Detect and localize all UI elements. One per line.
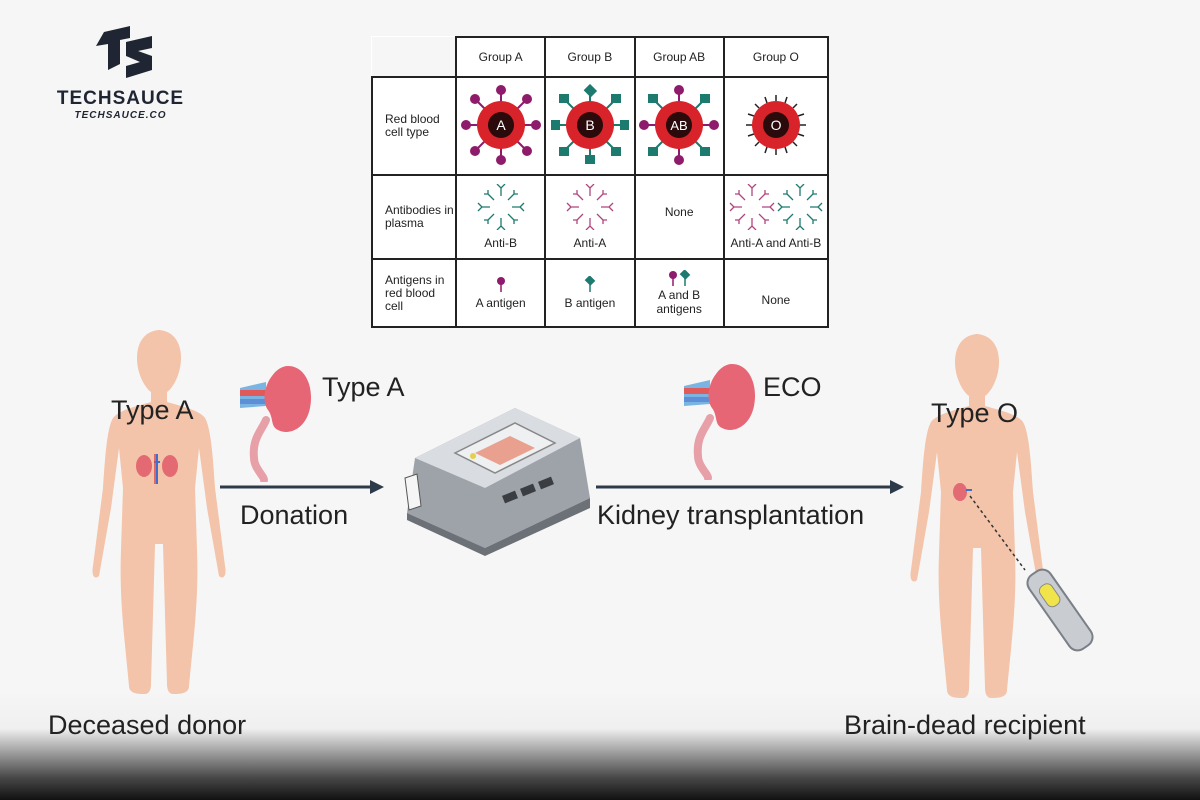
antigen-label-a: A antigen: [475, 296, 526, 310]
recipient-type-label: Type O: [931, 398, 1019, 428]
red-cell-b-icon: B: [550, 83, 629, 164]
header-group-o: Group O: [722, 36, 830, 78]
donation-arrow-icon: [220, 480, 384, 494]
donor-type-label: Type A: [111, 395, 194, 425]
rbc-cell-ab: AB: [633, 76, 725, 176]
brand-name: TECHSAUCE: [56, 88, 185, 109]
table-row: Antigens in red blood cell A antigen B a…: [371, 258, 830, 328]
donor-caption: Deceased donor: [48, 710, 247, 740]
anti-b-antibody-icon: [477, 184, 525, 230]
kidney-type-label: Type A: [322, 372, 405, 402]
antibody-cell-ab: None: [633, 174, 725, 260]
anti-a-antibody-icon: [566, 184, 614, 230]
anti-a-and-anti-b-antibody-icon: [729, 184, 823, 230]
row-label-antigens: Antigens in red blood cell: [371, 258, 457, 328]
donor-kidney-icon: [240, 366, 312, 482]
antibody-cell-b: Anti-A: [544, 174, 636, 260]
antibody-label-o: Anti-A and Anti-B: [730, 236, 822, 250]
transplanted-kidney-icon: [953, 483, 972, 501]
antigen-label-o: None: [761, 293, 791, 307]
brand-site: TECHSAUCE.CO: [74, 110, 167, 121]
techsauce-logo: TECHSAUCE TECHSAUCE.CO: [48, 26, 193, 121]
cell-letter-a: A: [496, 117, 506, 133]
bottom-gradient: [0, 690, 1200, 800]
antibody-label-b: Anti-A: [573, 236, 607, 250]
table-row: Antibodies in plasma Anti-B: [371, 174, 830, 260]
donor-kidneys-icon: [136, 454, 178, 484]
perfusion-machine-icon: [404, 408, 590, 556]
antibody-label-ab: None: [664, 205, 694, 219]
antibody-cell-a: Anti-B: [454, 174, 547, 260]
recipient-body-figure: [910, 334, 1044, 698]
header-group-ab: Group AB: [633, 36, 725, 78]
eco-kidney-icon: [684, 364, 756, 480]
transplant-arrow-icon: [596, 480, 904, 494]
row-label-rbc: Red blood cell type: [371, 76, 457, 176]
antigen-label-ab: A and B antigens: [656, 288, 702, 316]
row-label-antibodies: Antibodies in plasma: [371, 174, 457, 260]
table-header-row: Group A Group B Group AB Group O: [372, 36, 830, 78]
antibody-label-a: Anti-B: [484, 236, 517, 250]
rbc-cell-b: B: [544, 76, 636, 176]
table-row: Red blood cell type A: [371, 76, 830, 176]
a-antigen-icon: [496, 277, 505, 292]
antigen-cell-ab: A and B antigens: [633, 258, 725, 328]
antigen-cell-b: B antigen: [544, 258, 636, 328]
cell-letter-b: B: [585, 117, 594, 133]
a-and-b-antigen-icon: [669, 270, 691, 286]
recipient-caption: Brain-dead recipient: [844, 710, 1086, 740]
antigen-cell-a: A antigen: [454, 258, 547, 328]
header-group-a: Group A: [454, 36, 547, 78]
techsauce-logo-icon: [95, 26, 152, 78]
rbc-cell-a: A: [454, 76, 547, 176]
blood-group-table: Group A Group B Group AB Group O Red blo…: [371, 36, 830, 328]
rbc-cell-o: O: [722, 76, 830, 176]
eco-label: ECO: [763, 372, 822, 402]
donation-label: Donation: [240, 500, 349, 530]
antigen-cell-o: None: [722, 258, 830, 328]
red-cell-o-icon: O: [745, 94, 806, 155]
red-cell-ab-icon: AB: [639, 84, 720, 165]
antibody-cell-o: Anti-A and Anti-B: [722, 174, 830, 260]
antigen-label-b: B antigen: [564, 296, 616, 310]
cell-letter-ab: AB: [670, 118, 687, 133]
table-corner: [372, 37, 457, 78]
header-group-b: Group B: [544, 36, 636, 78]
red-cell-a-icon: A: [460, 84, 541, 165]
probe-device-icon: [1026, 568, 1094, 652]
transplant-label: Kidney transplantation: [597, 500, 865, 530]
donor-body-figure: [92, 330, 226, 694]
cell-letter-o: O: [770, 117, 781, 133]
b-antigen-icon: [584, 276, 596, 292]
